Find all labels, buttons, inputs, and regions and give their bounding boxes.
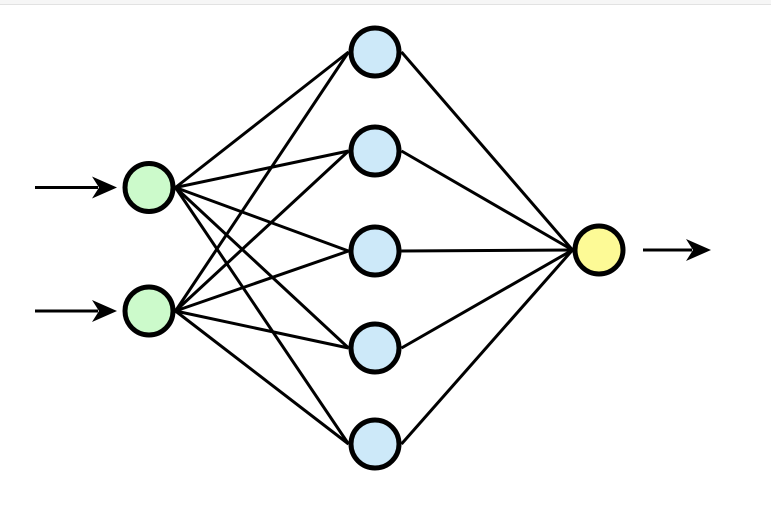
edge-i2-h5 — [174, 309, 350, 446]
edge-i1-h5 — [174, 186, 350, 445]
edge-h1-o1 — [400, 51, 574, 251]
window-top-border — [0, 0, 771, 5]
input-arrow-2-arrowhead-icon — [92, 300, 117, 322]
edge-h3-o1 — [401, 248, 573, 253]
edge-h2-o1 — [400, 149, 574, 252]
hidden-node-3 — [348, 224, 402, 278]
input-node-1 — [122, 161, 176, 214]
input-node-2 — [122, 284, 176, 338]
input-arrow-1-arrowhead-icon — [92, 176, 117, 199]
hidden-node-2 — [348, 124, 402, 178]
edge-h4-o1 — [400, 248, 574, 350]
edge-i1-h1 — [174, 50, 350, 189]
edge-i1-h2 — [175, 149, 349, 189]
hidden-node-4 — [348, 321, 402, 375]
edge-i2-h2 — [174, 149, 350, 313]
edge-i2-h3 — [175, 249, 349, 313]
hidden-node-5 — [348, 417, 402, 471]
output-arrow-1-arrowhead-icon — [686, 239, 711, 261]
edge-i1-h4 — [174, 186, 350, 350]
edge-i1-h3 — [174, 186, 350, 253]
edge-i2-h4 — [175, 309, 349, 350]
output-node-1 — [572, 223, 626, 277]
edge-h5-o1 — [400, 249, 574, 445]
hidden-node-1 — [348, 25, 402, 79]
edge-i2-h1 — [174, 51, 350, 312]
